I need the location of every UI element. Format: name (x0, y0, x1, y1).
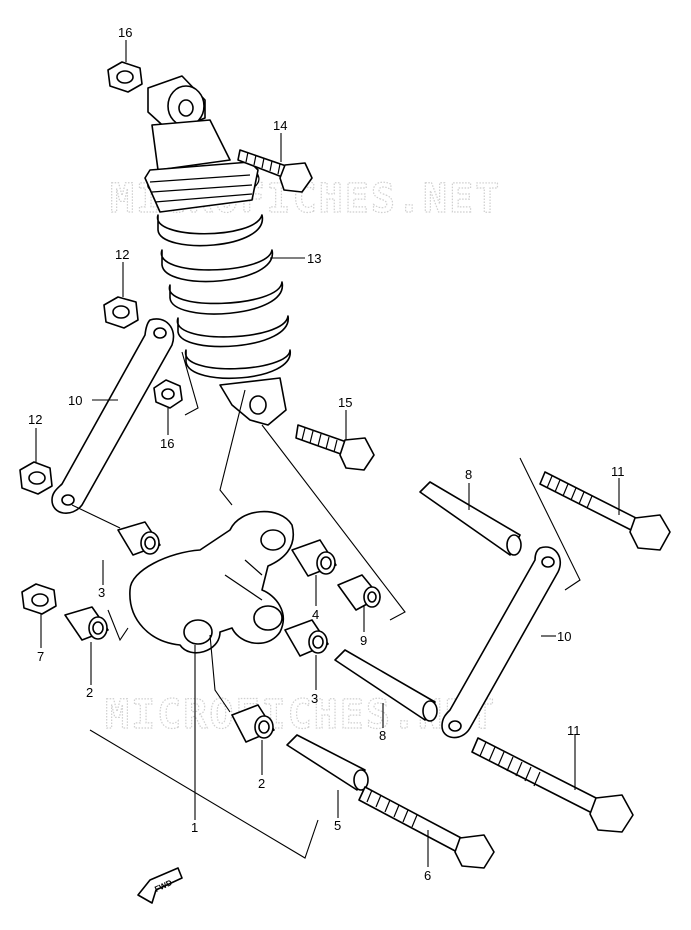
callout-16-lower: 16 (160, 436, 174, 451)
bolt-11-bottom[interactable] (471, 737, 634, 833)
callout-10-left: 10 (68, 393, 82, 408)
bolt-15[interactable] (295, 424, 375, 471)
nut-16-lower[interactable] (153, 379, 183, 409)
callout-11-top: 11 (611, 464, 625, 479)
bushing-2-right[interactable] (231, 704, 275, 743)
callout-10-right: 10 (557, 629, 571, 644)
nut-12-top[interactable] (103, 296, 139, 329)
callout-12-left: 12 (28, 412, 42, 427)
callout-11-bottom: 11 (567, 723, 581, 738)
bushing-2-left[interactable] (64, 606, 109, 641)
cushion-lever-1[interactable] (129, 510, 295, 654)
nut-7[interactable] (21, 583, 57, 615)
bushing-3-left[interactable] (117, 521, 161, 556)
callout-14: 14 (273, 118, 287, 133)
nut-16-top[interactable] (107, 61, 143, 93)
callout-leaders (35, 40, 620, 867)
callout-1: 1 (191, 820, 198, 835)
callout-8-top: 8 (465, 467, 472, 482)
watermark-bottom: MICROFICHES.NET (105, 692, 496, 738)
bolt-6[interactable] (358, 786, 495, 869)
callout-9: 9 (360, 633, 367, 648)
callout-3-left: 3 (98, 585, 105, 600)
bolt-14[interactable] (237, 149, 313, 193)
rear-shock-absorber[interactable] (144, 75, 291, 426)
spacer-8-bottom[interactable] (334, 649, 438, 722)
cushion-rod-10-right[interactable] (441, 546, 562, 739)
callout-5: 5 (334, 818, 341, 833)
spacer-8-top[interactable] (419, 481, 522, 556)
bushing-4[interactable] (291, 539, 337, 577)
callout-2-left: 2 (86, 685, 93, 700)
cushion-rod-10-left[interactable] (51, 318, 175, 514)
nut-12-left[interactable] (19, 461, 53, 495)
callout-13: 13 (307, 251, 321, 266)
bushing-3-right[interactable] (284, 619, 329, 657)
callout-6: 6 (424, 868, 431, 883)
alignment-lines (71, 351, 581, 859)
spacer-5[interactable] (286, 734, 369, 791)
callout-4: 4 (312, 607, 319, 622)
callout-numbers: 16 14 13 12 10 16 15 12 8 11 3 4 9 7 10 … (28, 25, 625, 883)
callout-7: 7 (37, 649, 44, 664)
bushing-9[interactable] (337, 574, 381, 611)
fwd-arrow-icon: FWD (137, 867, 183, 904)
callout-3-right: 3 (311, 691, 318, 706)
callout-2-right: 2 (258, 776, 265, 791)
bolt-11-top[interactable] (539, 471, 671, 551)
callout-8-bottom: 8 (379, 728, 386, 743)
callout-15: 15 (338, 395, 352, 410)
callout-16-top: 16 (118, 25, 132, 40)
callout-12-top: 12 (115, 247, 129, 262)
